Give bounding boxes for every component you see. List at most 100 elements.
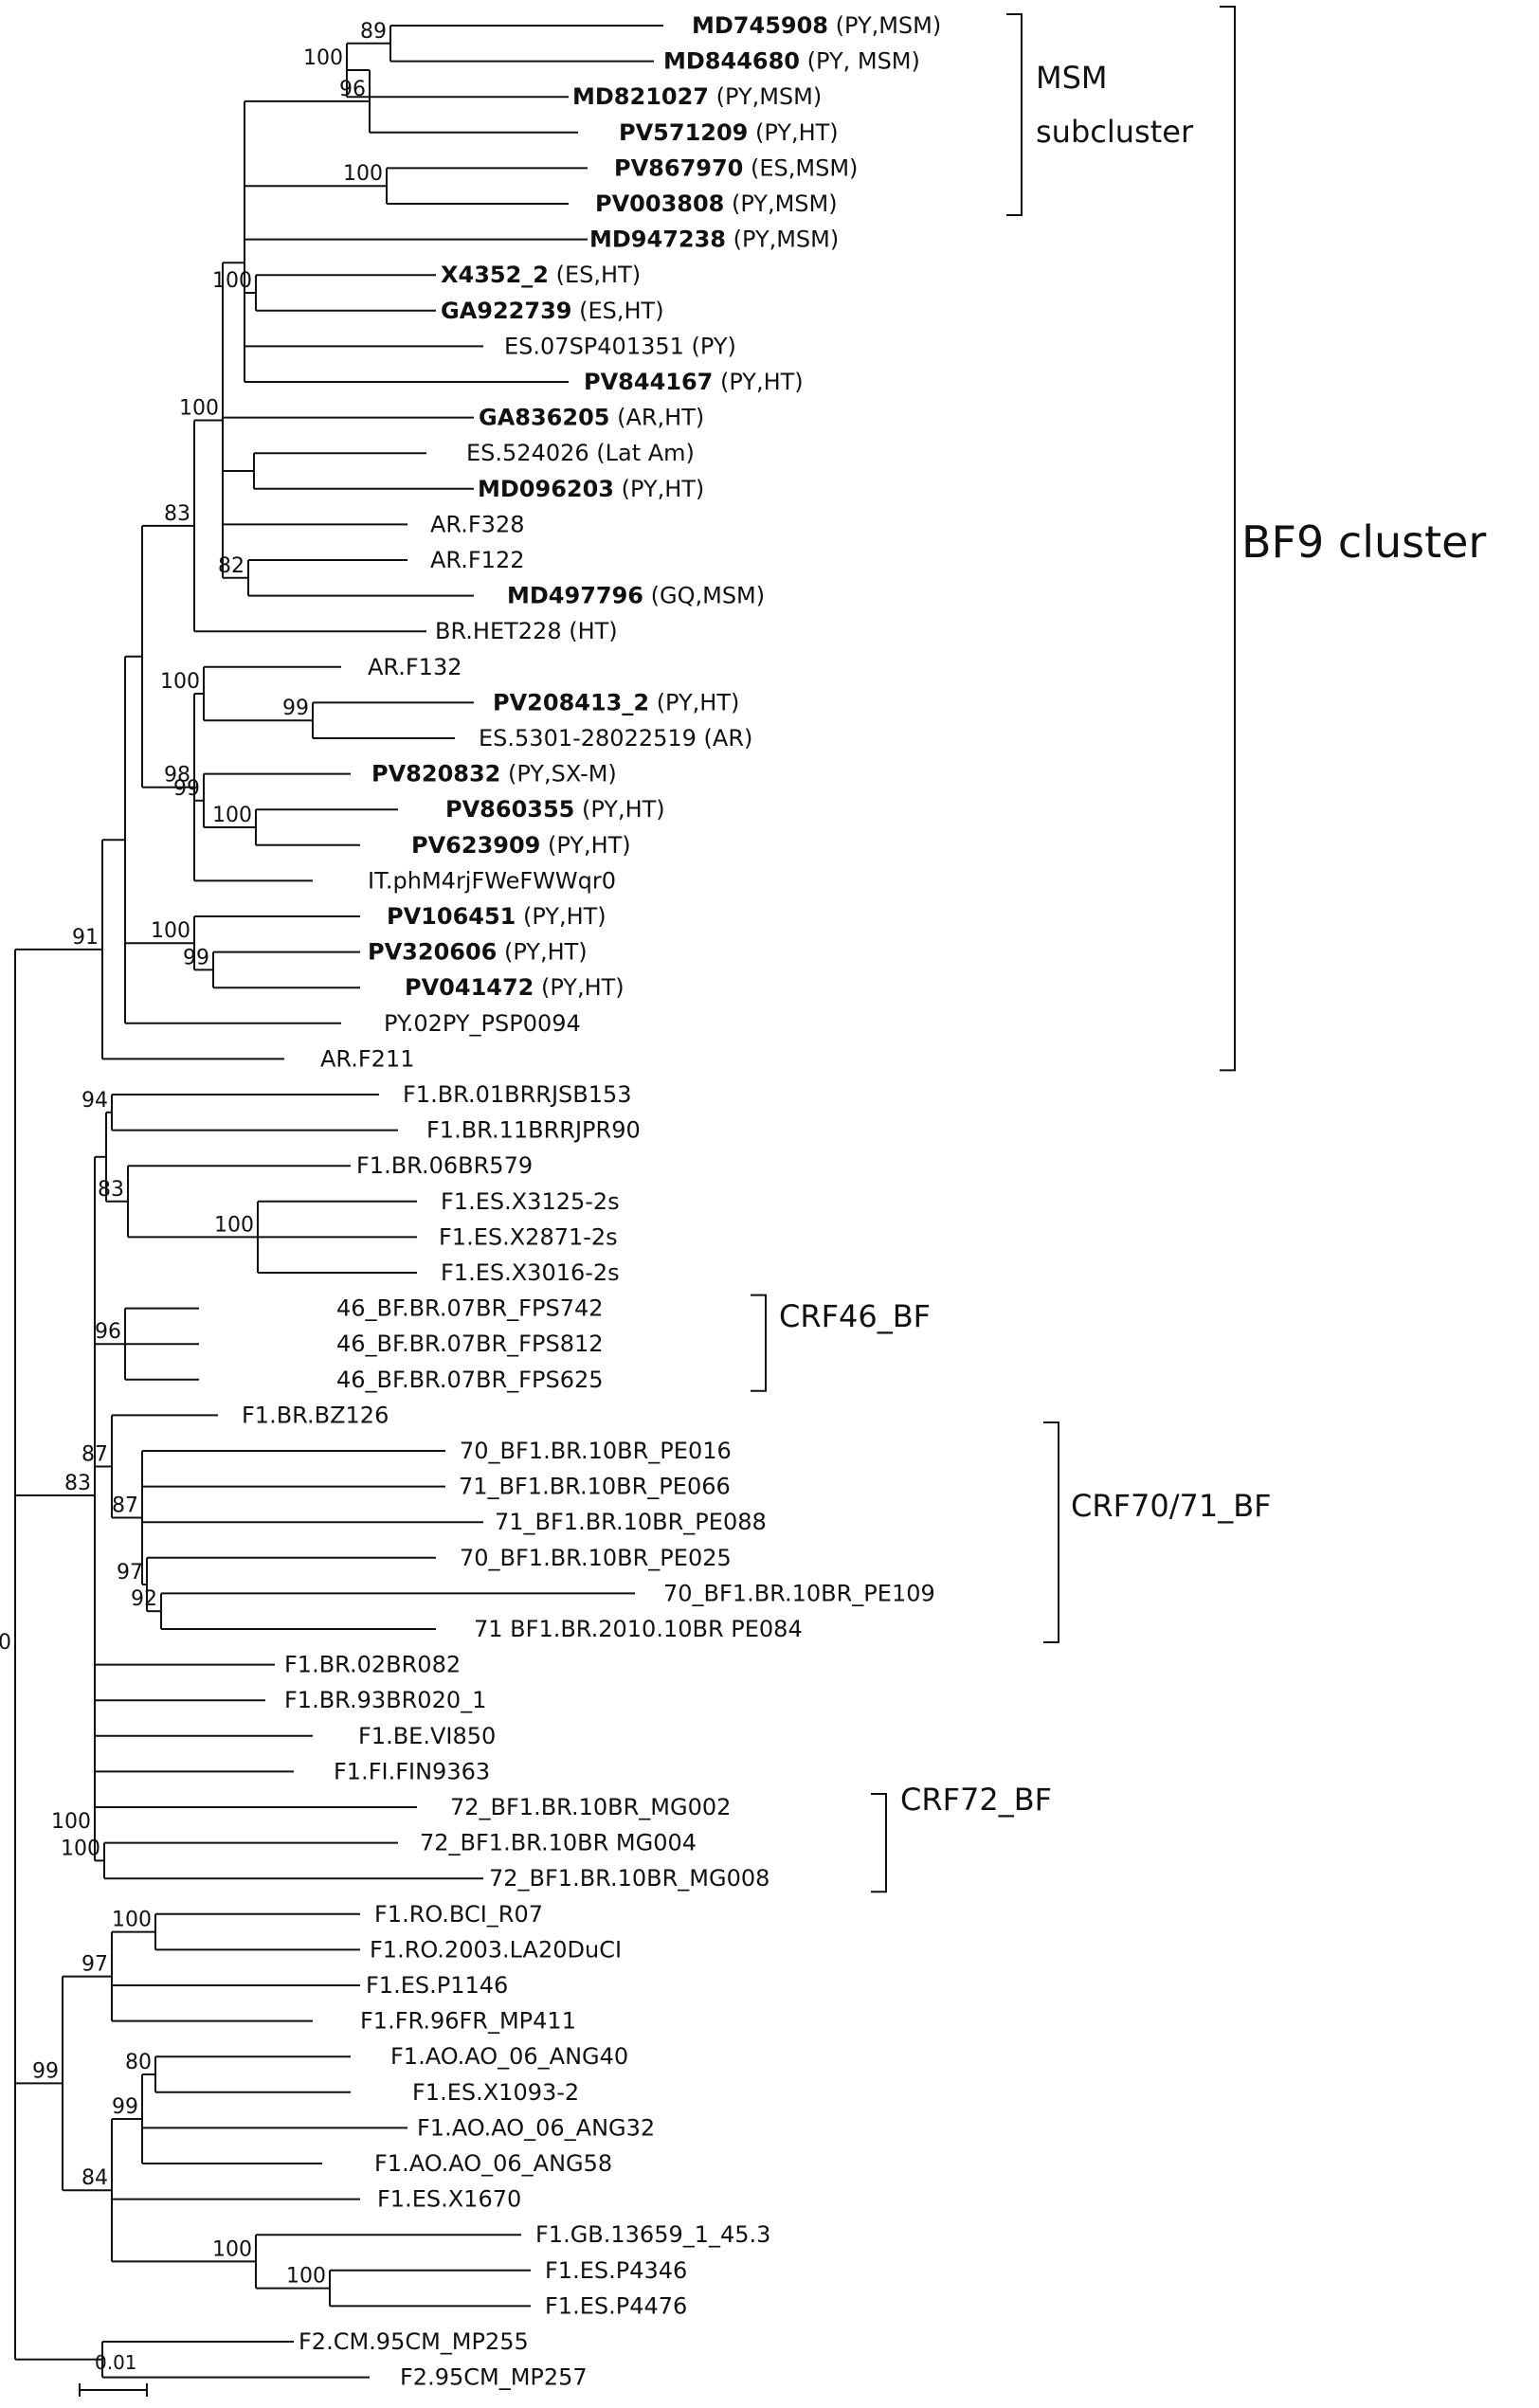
leaf-id: F1.ES.P4346 [545, 2257, 687, 2284]
leaf-label: PV106451 (PY,HT) [387, 903, 607, 930]
leaf-label: GA922739 (ES,HT) [441, 298, 664, 324]
leaf-label: F1.BR.06BR579 [356, 1152, 533, 1179]
bootstrap-value: 83 [164, 502, 190, 526]
leaf-label: F1.BE.VI850 [358, 1723, 496, 1749]
bootstrap-value: 99 [112, 2095, 138, 2119]
cluster-brackets [751, 6, 1236, 1893]
bootstrap-value: 92 [131, 1587, 157, 1611]
leaf-id: GA922739 [441, 298, 571, 324]
crf46-bf-bracket [751, 1294, 767, 1392]
leaf-label: F1.AO.AO_06_ANG40 [390, 2043, 628, 2070]
leaf-label: F1.ES.X1093-2 [412, 2079, 579, 2106]
leaf-metadata: (GQ,MSM) [643, 583, 765, 609]
leaf-label: PV003808 (PY,MSM) [595, 190, 838, 217]
leaf-label: F1.RO.BCI_R07 [374, 1901, 543, 1928]
leaf-label: PV208413_2 (PY,HT) [493, 689, 739, 715]
leaf-id: F1.ES.P1146 [366, 1972, 508, 1999]
leaf-label: PV820832 (PY,SX-M) [371, 761, 617, 788]
leaf-label: 70_BF1.BR.10BR_PE109 [663, 1580, 935, 1606]
leaf-label: F1.ES.P4346 [545, 2257, 687, 2284]
leaf-metadata: (PY,HT) [574, 796, 664, 823]
leaf-label: F1.BR.93BR020_1 [284, 1687, 486, 1713]
leaf-metadata: (PY,HT) [614, 476, 704, 502]
leaf-id: ES.07SP401351 (PY) [504, 333, 736, 359]
leaf-id: F1.BR.01BRRJSB153 [403, 1081, 632, 1108]
leaf-id: 46_BF.BR.07BR_FPS742 [336, 1295, 604, 1322]
leaf-id: 70_BF1.BR.10BR_PE025 [460, 1545, 732, 1571]
leaf-id: 70_BF1.BR.10BR_PE016 [460, 1438, 732, 1464]
leaf-label: 46_BF.BR.07BR_FPS625 [336, 1367, 604, 1393]
leaf-id: F2.95CM_MP257 [400, 2364, 588, 2391]
leaf-id: MD947238 [589, 226, 726, 253]
leaf-label: AR.F132 [368, 654, 462, 680]
leaf-label: PV041472 (PY,HT) [405, 974, 625, 1001]
leaf-metadata: (PY,HT) [497, 939, 587, 966]
leaf-id: AR.F211 [320, 1045, 414, 1072]
leaf-id: ES.5301-28022519 (AR) [479, 725, 752, 751]
leaf-label: MD947238 (PY,MSM) [589, 226, 839, 253]
bootstrap-value: 99 [282, 697, 309, 720]
leaf-id: PY.02PY_PSP0094 [384, 1010, 581, 1037]
bootstrap-value: 91 [72, 926, 99, 950]
leaf-id: F1.BR.93BR020_1 [284, 1687, 486, 1713]
bootstrap-value: 100 [286, 2265, 326, 2289]
leaf-id: 71_BF1.BR.10BR_PE066 [459, 1474, 731, 1500]
leaf-id: PV320606 [368, 939, 497, 966]
leaf-id: F1.BR.06BR579 [356, 1152, 533, 1179]
leaf-id: AR.F122 [430, 547, 524, 573]
msm-subcluster-label-line1: MSM [1036, 60, 1108, 96]
leaf-metadata: (PY,SX-M) [500, 761, 616, 788]
leaf-label: PV623909 (PY,HT) [411, 832, 631, 859]
leaf-label: ES.5301-28022519 (AR) [479, 725, 752, 751]
bootstrap-value: 89 [360, 20, 387, 44]
bootstrap-value: 99 [32, 2059, 59, 2083]
leaf-id: BR.HET228 (HT) [435, 618, 618, 644]
leaf-id: MD745908 [692, 12, 828, 39]
leaf-id: MD096203 [478, 476, 614, 502]
leaf-id: X4352_2 [441, 262, 549, 288]
leaf-label: F1.RO.2003.LA20DuCI [370, 1936, 622, 1963]
bootstrap-value: 80 [125, 2051, 152, 2074]
leaf-metadata: (AR,HT) [609, 405, 704, 431]
leaf-label: F1.GB.13659_1_45.3 [535, 2221, 770, 2248]
leaf-id: PV623909 [411, 832, 540, 859]
leaf-label: F1.FI.FIN9363 [334, 1758, 490, 1784]
leaf-label: MD096203 (PY,HT) [478, 476, 704, 502]
leaf-label: F1.ES.X3125-2s [441, 1188, 620, 1215]
leaf-label: F1.BR.BZ126 [242, 1402, 389, 1428]
leaf-id: 71 BF1.BR.2010.10BR PE084 [474, 1616, 803, 1642]
leaf-label: GA836205 (AR,HT) [479, 405, 704, 431]
leaf-id: 72_BF1.BR.10BR MG004 [420, 1830, 697, 1856]
leaf-id: 46_BF.BR.07BR_FPS625 [336, 1367, 604, 1393]
msm-subcluster-label-line2: subcluster [1036, 114, 1194, 150]
crf72-bf-label: CRF72_BF [900, 1782, 1052, 1818]
leaf-label: F2.CM.95CM_MP255 [299, 2328, 529, 2355]
leaf-id: PV844167 [584, 369, 713, 395]
leaf-id: PV571209 [619, 119, 748, 146]
leaf-metadata: (PY,HT) [540, 832, 630, 859]
bootstrap-value: 83 [98, 1178, 124, 1202]
leaf-id: MD821027 [572, 83, 709, 110]
leaf-metadata: (PY,HT) [516, 903, 606, 930]
leaf-id: AR.F328 [430, 511, 524, 537]
leaf-label: F1.ES.X3016-2s [441, 1259, 620, 1286]
bootstrap-value: 100 [61, 1837, 100, 1860]
bootstrap-value: 99 [173, 777, 200, 801]
leaf-id: F1.RO.BCI_R07 [374, 1901, 543, 1928]
bootstrap-value: 98 [164, 764, 190, 788]
leaf-id: F1.AO.AO_06_ANG40 [390, 2043, 628, 2070]
bootstrap-value: 97 [117, 1561, 143, 1584]
leaf-label: MD497796 (GQ,MSM) [507, 583, 765, 609]
leaf-label: 70_BF1.BR.10BR_PE025 [460, 1545, 732, 1571]
leaf-id: PV860355 [445, 796, 574, 823]
tree-branches [14, 25, 663, 2379]
leaf-label: 72_BF1.BR.10BR_MG008 [489, 1865, 770, 1892]
leaf-label: PY.02PY_PSP0094 [384, 1010, 581, 1037]
leaf-id: F1.BR.BZ126 [242, 1402, 389, 1428]
leaf-id: 70_BF1.BR.10BR_PE109 [663, 1580, 935, 1606]
leaf-metadata: (ES,HT) [571, 298, 663, 324]
bootstrap-value: 100 [212, 2237, 252, 2261]
bootstrap-value: 100 [0, 1631, 11, 1655]
leaf-id: F1.BR.02BR082 [284, 1652, 461, 1678]
